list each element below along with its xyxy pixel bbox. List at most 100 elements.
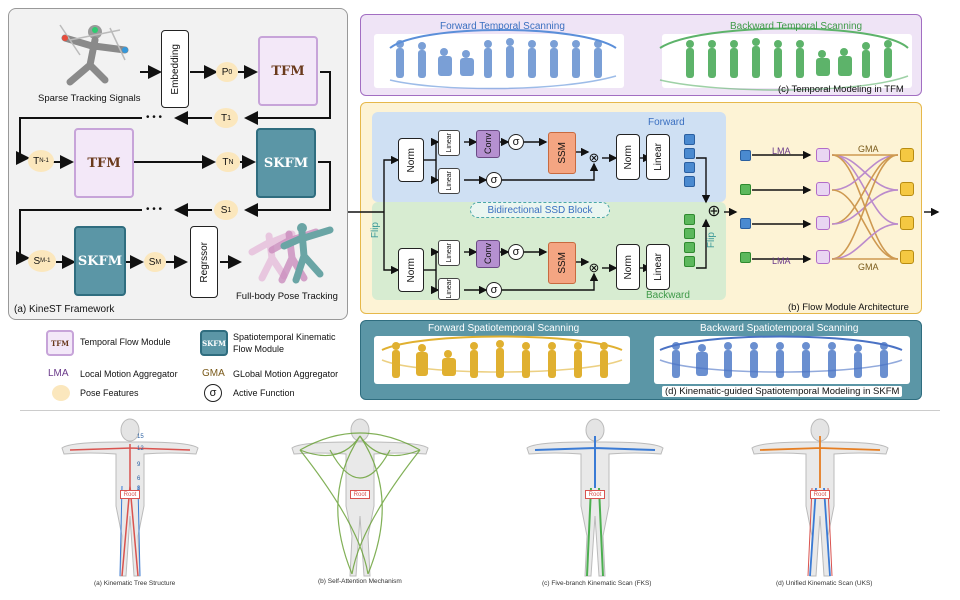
bottom-caption-d: (d) Unified Kinematic Scan (UKS): [776, 580, 873, 587]
dots-1: • • •: [146, 112, 163, 123]
framework-caption: (a) KineST Framework: [14, 304, 115, 315]
flip-label-left: Flip: [370, 222, 381, 239]
section-divider: [20, 410, 940, 411]
legend-lma-desc: Local Motion Aggregator: [80, 369, 178, 379]
legend-gma-icon: GMA: [202, 368, 225, 379]
dots-2: • • •: [146, 204, 163, 215]
legend-skfm-desc-1: Spatiotemporal Kinematic: [233, 332, 336, 342]
legend-pose-desc: Pose Features: [80, 388, 139, 398]
backward-st-label: Backward Spatiotemporal Scanning: [700, 323, 859, 334]
joint-12-a: 12: [137, 446, 144, 452]
temporal-caption: (c) Temporal Modeling in TFM: [778, 84, 904, 95]
sparse-tracking-figure: [50, 20, 140, 90]
fwd-sigma-1: σ: [508, 134, 524, 150]
bottom-caption-c: (c) Five-branch Kinematic Scan (FKS): [542, 580, 652, 587]
sum-node: ⊕: [707, 203, 721, 220]
lma-in-1: [740, 150, 751, 161]
gma-out-1: [900, 148, 914, 162]
legend-tfm-icon: TFM: [46, 330, 74, 356]
fwd-conv: Conv: [476, 130, 500, 158]
fwd-token-4: [684, 176, 695, 187]
gma-out-3: [900, 216, 914, 230]
st-figures: [381, 335, 903, 378]
bwd-token-4: [684, 256, 695, 267]
bwd-norm-1: Norm: [398, 248, 424, 292]
lma-out-4: [816, 250, 830, 264]
flow-arrows: [348, 137, 940, 295]
joint-3-a: 3: [137, 486, 141, 492]
bwd-linear-b: Linear: [438, 278, 460, 300]
bwd-norm-2: Norm: [616, 244, 640, 290]
bwd-ssm: SSM: [548, 242, 576, 284]
fwd-norm-2: Norm: [616, 134, 640, 180]
bwd-token-1: [684, 214, 695, 225]
lma-label-bottom: LMA: [772, 256, 791, 266]
forward-temporal-strip: [374, 34, 624, 88]
gma-out-2: [900, 182, 914, 196]
bwd-conv: Conv: [476, 240, 500, 268]
fwd-linear-b: Linear: [438, 168, 460, 194]
bwd-sigma-1: σ: [508, 244, 524, 260]
fwd-sigma-2: σ: [486, 172, 502, 188]
root-marker-d: Root: [810, 490, 830, 499]
skfm-block-2: SKFM: [74, 226, 126, 296]
legend-skfm-icon: SKFM: [200, 330, 228, 356]
forward-label: Forward: [648, 117, 685, 128]
fwd-linear-a: Linear: [438, 130, 460, 156]
lma-in-4: [740, 252, 751, 263]
legend-active-desc: Active Function: [233, 388, 295, 398]
flow-caption: (b) Flow Module Architecture: [788, 302, 909, 313]
fwd-token-3: [684, 162, 695, 173]
legend-gma-desc: GLobal Motion Aggregator: [233, 369, 339, 379]
backward-label: Backward: [646, 290, 690, 301]
kinematic-caption: (d) Kinematic-guided Spatiotemporal Mode…: [662, 386, 903, 397]
legend-lma-icon: LMA: [48, 368, 69, 379]
bwd-sigma-2: σ: [486, 282, 502, 298]
legend-skfm-desc-2: Flow Module: [233, 344, 285, 354]
tfm-block-1: TFM: [258, 36, 318, 106]
fwd-norm-1: Norm: [398, 138, 424, 182]
bwd-linear-a: Linear: [438, 240, 460, 266]
joint-15-a: 15: [137, 434, 144, 440]
root-marker-a: Root: [120, 490, 140, 499]
legend-pose-icon: [52, 385, 70, 401]
backward-temporal-strip: [662, 34, 912, 88]
bottom-caption-a: (a) Kinematic Tree Structure: [94, 580, 176, 587]
backward-temporal-label: Backward Temporal Scanning: [730, 21, 863, 32]
forward-st-label: Forward Spatiotemporal Scanning: [428, 323, 580, 334]
body-skeletons: [61, 418, 889, 577]
gma-out-4: [900, 250, 914, 264]
joint-6-a: 6: [137, 476, 141, 482]
gma-label-top: GMA: [858, 144, 879, 154]
bidirectional-ssd-label: Bidirectional SSD Block: [470, 202, 610, 218]
full-body-label: Full-body Pose Tracking: [236, 291, 338, 302]
fwd-multiply: ⊗: [588, 150, 600, 165]
bwd-linear-2: Linear: [646, 244, 670, 290]
root-marker-c: Root: [585, 490, 605, 499]
fwd-token-1: [684, 134, 695, 145]
root-marker-b: Root: [350, 490, 370, 499]
lma-out-1: [816, 148, 830, 162]
joint-9-a: 9: [137, 462, 141, 468]
tfm-block-2: TFM: [74, 128, 134, 198]
lma-out-3: [816, 216, 830, 230]
gma-label-bottom: GMA: [858, 262, 879, 272]
lma-label-top: LMA: [772, 146, 791, 156]
fwd-ssm: SSM: [548, 132, 576, 174]
flip-label-right: Flip: [706, 232, 717, 249]
temporal-figures: [389, 27, 909, 91]
bwd-token-2: [684, 228, 695, 239]
sparse-signals-label: Sparse Tracking Signals: [38, 93, 141, 104]
forward-temporal-label: Forward Temporal Scanning: [440, 21, 565, 32]
fwd-linear-2: Linear: [646, 134, 670, 180]
legend-tfm-desc: Temporal Flow Module: [80, 337, 171, 347]
embedding-block: Embedding: [161, 30, 189, 108]
lma-out-2: [816, 182, 830, 196]
